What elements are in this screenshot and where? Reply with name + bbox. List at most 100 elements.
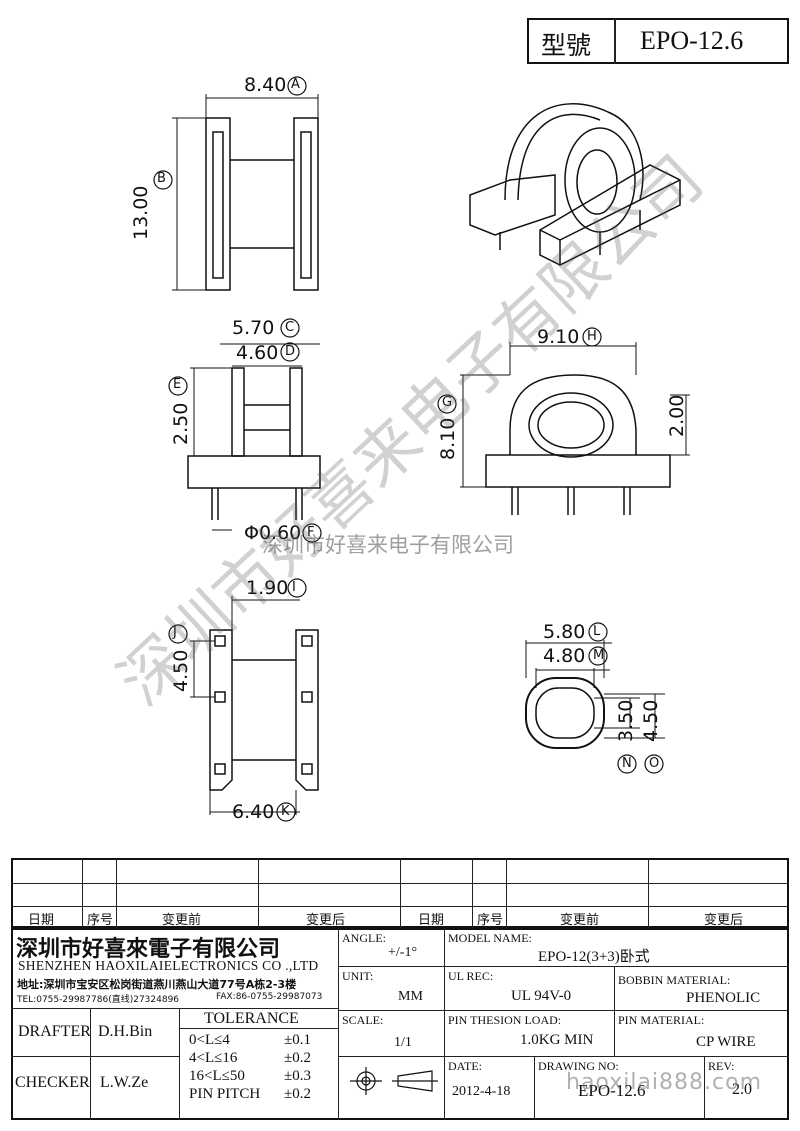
rev-col-3 — [258, 858, 259, 928]
tb-col-b — [444, 928, 445, 1120]
rev-col-1 — [82, 858, 83, 928]
window-detail — [525, 640, 665, 749]
tb-drafter-div-2 — [179, 1008, 180, 1120]
tolerance-range-4: PIN PITCH — [189, 1086, 261, 1102]
company-address: 地址:深圳市宝安区松岗街道燕川燕山大道77号A栋2-3楼 — [17, 978, 297, 991]
tb-row-drafter — [11, 1056, 179, 1057]
model-label: 型號 — [541, 31, 592, 60]
model-name-value: EPO-12(3+3)卧式 — [538, 949, 650, 965]
dim-o-value: 4.50 — [640, 699, 662, 742]
drafter-label: DRAFTER — [18, 1023, 91, 1040]
dim-f-letter: F — [307, 525, 315, 540]
tb-drafter-div-1 — [90, 1008, 91, 1120]
tb-row-tol — [179, 1028, 338, 1029]
tb-row-company — [11, 1008, 338, 1009]
drafter-value: D.H.Bin — [98, 1023, 153, 1040]
dim-b-value: 13.00 — [130, 185, 152, 240]
ul-value: UL 94V-0 — [511, 988, 572, 1004]
rev-header-no-2: 序号 — [477, 913, 504, 928]
dim-e-value: 2.50 — [170, 402, 192, 445]
checker-value: L.W.Ze — [100, 1074, 149, 1091]
dim-k-letter: K — [281, 804, 290, 819]
dim-d-letter: D — [285, 344, 296, 359]
rev-label: REV: — [708, 1059, 735, 1073]
dim-d-value: 4.60 — [236, 342, 279, 364]
tolerance-value-2: ±0.2 — [284, 1050, 311, 1066]
model-header-divider — [614, 18, 616, 64]
side-view — [460, 342, 690, 515]
title-block — [11, 928, 789, 1120]
date-value: 2012-4-18 — [452, 1084, 511, 1099]
top-view — [172, 94, 319, 291]
company-name-cn: 深圳市好喜來電子有限公司 — [16, 937, 281, 962]
checker-label: CHECKER — [15, 1074, 90, 1091]
drawing-no-label: DRAWING NO: — [538, 1059, 619, 1073]
dim-c-value: 5.70 — [232, 317, 275, 339]
rev-col-5 — [472, 858, 473, 928]
tb-col-a — [338, 928, 339, 1120]
rev-header-date-2: 日期 — [418, 913, 445, 928]
model-name-label: MODEL NAME: — [448, 931, 532, 945]
tolerance-range-3: 16<L≤50 — [189, 1068, 245, 1084]
date-label: DATE: — [448, 1059, 482, 1073]
dim-i-letter: I — [292, 580, 296, 595]
dim-k-value: 6.40 — [232, 801, 275, 823]
dim-j-letter: J — [173, 625, 177, 640]
bottom-view — [190, 596, 319, 815]
dim-i-value: 1.90 — [246, 577, 289, 599]
dim-l-value: 5.80 — [543, 621, 586, 643]
rev-col-2 — [116, 858, 117, 928]
dim-f-value: Φ0.60 — [244, 522, 302, 544]
dim-o-letter: O — [649, 756, 660, 771]
scale-value: 1/1 — [394, 1035, 412, 1050]
unit-label: UNIT: — [342, 969, 374, 983]
iso-view — [469, 103, 681, 266]
bobbin-value: PHENOLIC — [686, 990, 761, 1006]
dim-a-value: 8.40 — [244, 74, 287, 96]
model-value: EPO-12.6 — [640, 26, 744, 55]
dim-n-value: 3.50 — [615, 699, 637, 742]
rev-header-before-2: 变更前 — [560, 913, 600, 928]
bobbin-label: BOBBIN MATERIAL: — [618, 973, 731, 987]
tb-row-mid-3 — [338, 1056, 789, 1057]
unit-value: MM — [398, 989, 423, 1004]
dim-l-letter: L — [593, 624, 601, 639]
scale-label: SCALE: — [342, 1013, 384, 1027]
tolerance-value-1: ±0.1 — [284, 1032, 311, 1048]
ul-label: UL REC: — [448, 969, 494, 983]
pin-load-value: 1.0KG MIN — [520, 1032, 594, 1048]
tolerance-label: TOLERANCE — [204, 1010, 299, 1027]
rev-header-no-1: 序号 — [87, 913, 114, 928]
tolerance-value-3: ±0.3 — [284, 1068, 311, 1084]
tolerance-range-2: 4<L≤16 — [189, 1050, 238, 1066]
dim-a-letter: A — [291, 77, 300, 92]
projection-symbol — [350, 1067, 438, 1095]
dim-h-value: 9.10 — [537, 326, 580, 348]
technical-drawing — [153, 76, 690, 822]
dim-g-value: 8.10 — [437, 417, 459, 460]
tb-row-mid-1 — [338, 966, 789, 967]
rev-col-6 — [506, 858, 507, 928]
dim-g-letter: G — [442, 395, 453, 410]
tb-col-e — [704, 1056, 705, 1120]
tb-col-c — [614, 966, 615, 1056]
dim-m-value: 4.80 — [543, 645, 586, 667]
dim-b-letter: B — [157, 171, 166, 186]
company-tel: TEL:0755-29987786(直线)27324896 — [17, 995, 180, 1005]
rev-header-date-1: 日期 — [28, 913, 55, 928]
pin-material-value: CP WIRE — [696, 1034, 756, 1050]
rev-header-after-2: 变更后 — [704, 913, 744, 928]
company-name-en: SHENZHEN HAOXILAIELECTRONICS CO .,LTD — [18, 958, 319, 973]
tolerance-value-4: ±0.2 — [284, 1086, 311, 1102]
rev-header-before-1: 变更前 — [162, 913, 202, 928]
dim-h-letter: H — [587, 329, 597, 344]
dim-m-letter: M — [593, 648, 605, 663]
callout-circles — [153, 76, 664, 822]
front-view — [187, 343, 321, 531]
tb-col-d — [534, 1056, 535, 1120]
dim-n-letter: N — [622, 756, 632, 771]
pin-load-label: PIN THESION LOAD: — [448, 1013, 562, 1027]
dim-c-letter: C — [285, 320, 295, 335]
dim-j-value: 4.50 — [170, 649, 192, 692]
tolerance-range-1: 0<L≤4 — [189, 1032, 230, 1048]
